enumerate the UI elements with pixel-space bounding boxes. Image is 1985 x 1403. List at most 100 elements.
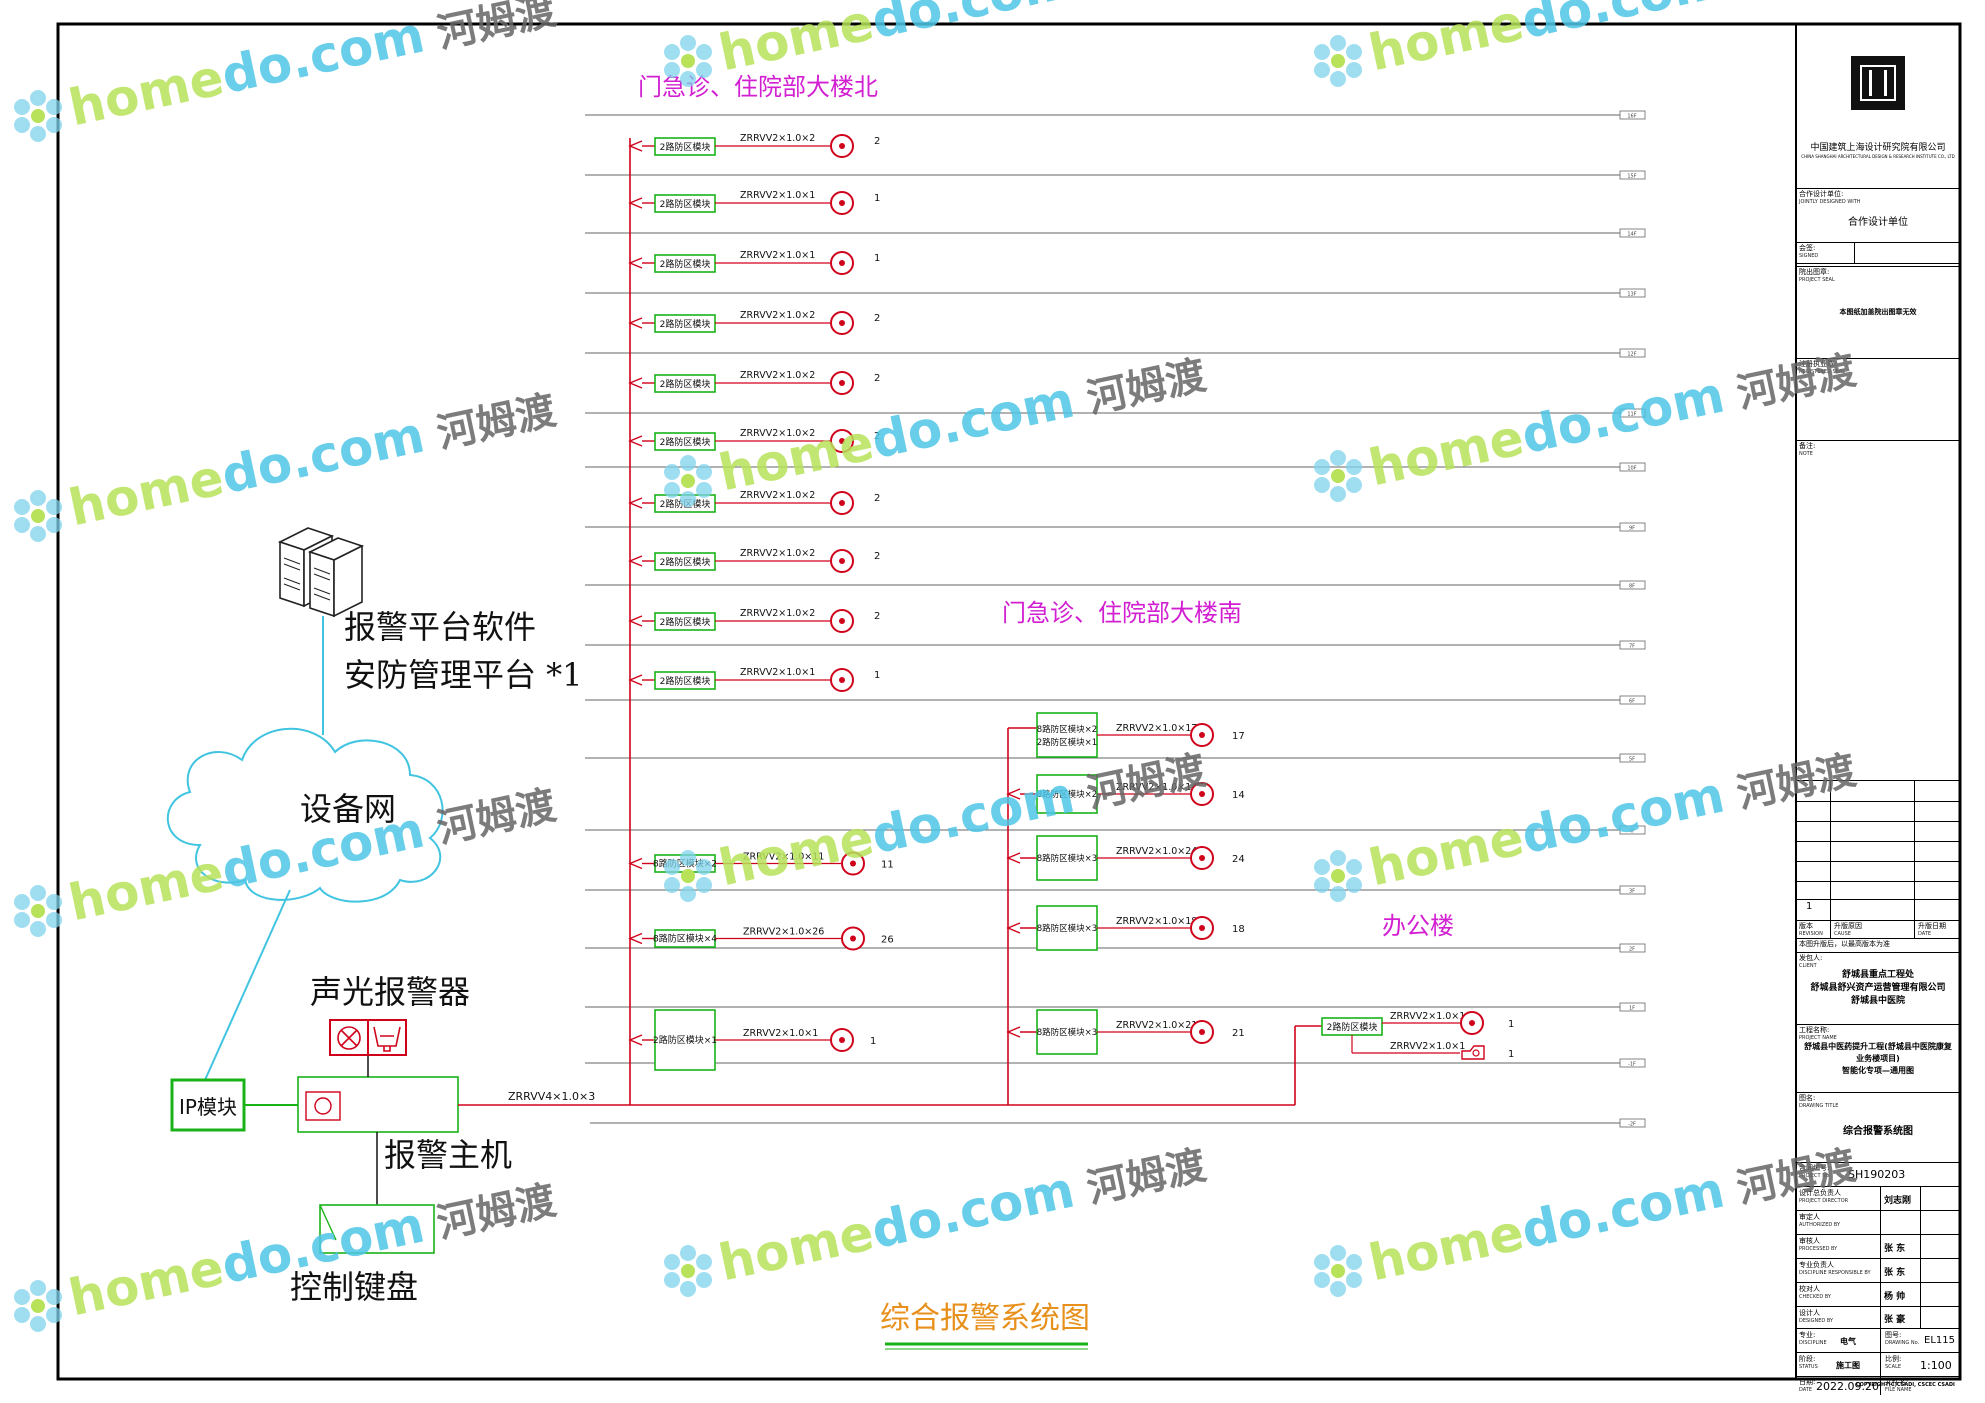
detector-icon-dot	[839, 200, 845, 206]
branch-arrow	[628, 497, 643, 509]
zone-module-label: 2路防区模块	[660, 498, 711, 510]
detector-icon-dot	[1199, 1029, 1205, 1035]
detector-count: 1	[1508, 1019, 1514, 1030]
floor-tag	[1619, 1118, 1646, 1128]
branch-arrow	[1006, 1026, 1021, 1038]
branch-arrow	[628, 555, 643, 567]
branch-arrow	[628, 317, 643, 329]
branch-cable-label: ZRRVV2×1.0×2	[740, 370, 815, 381]
zone-module-label: 2路防区模块	[660, 258, 711, 270]
contract-section: 合同编号:PROJECT No. SH190203	[1796, 1162, 1960, 1186]
branch-cable-label: ZRRVV2×1.0×26	[743, 927, 824, 938]
zone-module-label: 2路防区模块×1	[653, 1034, 717, 1046]
branch-arrow	[628, 140, 643, 152]
floor-tag	[1619, 348, 1646, 358]
zone-module-box	[1036, 1009, 1098, 1055]
floor-tag-label: 16F	[1627, 114, 1636, 120]
keyboard-box	[319, 1204, 435, 1254]
branch-cable-label: ZRRVV2×1.0×14	[1116, 782, 1197, 793]
floor-tag-label: 13F	[1627, 292, 1636, 298]
detector-count: 26	[881, 935, 894, 946]
floor-tag-label: -2F	[1628, 1122, 1636, 1128]
floor-tag	[1619, 110, 1646, 120]
detector-icon-dot	[839, 260, 845, 266]
zone-module-box	[1036, 774, 1098, 814]
branch-arrow	[628, 435, 643, 447]
branch-cable-label: ZRRVV2×1.0×2	[740, 548, 815, 559]
detector-icon-dot	[1199, 855, 1205, 861]
branch-cable-label: ZRRVV2×1.0×1	[740, 250, 815, 261]
version-note: 本图升版后，以最高版本为准	[1796, 938, 1960, 952]
revision-table: 1	[1796, 780, 1960, 921]
office-building-label: 办公楼	[1382, 912, 1454, 940]
north-building-label: 门急诊、住院部大楼北	[638, 73, 878, 101]
floor-tag-label: 9F	[1629, 526, 1635, 532]
branch-arrow	[628, 857, 643, 870]
floor-tag-label: 12F	[1627, 352, 1636, 358]
branch-cable-label: ZRRVV2×1.0×21	[1116, 1020, 1197, 1031]
floor-tag-label: 4F	[1629, 829, 1635, 835]
branch-arrow	[628, 674, 643, 686]
zone-module-label: 2路防区模块	[660, 616, 711, 628]
note-section: 备注: NOTE	[1796, 440, 1960, 780]
floor-tag-label: 6F	[1629, 699, 1635, 705]
floor-tag	[1619, 170, 1646, 180]
alarm-device-label: 声光报警器	[310, 973, 470, 1011]
branch-arrow	[628, 615, 643, 627]
server-icon	[277, 527, 365, 618]
alarm-host-indicator	[305, 1091, 341, 1121]
floor-tag	[1619, 825, 1646, 835]
floor-tag	[1619, 288, 1646, 298]
project-seal-section: 院出图章: PROJECT SEAL 本图纸加盖院出图章无效	[1796, 266, 1960, 358]
network-label: 设备网	[300, 790, 396, 828]
detector-icon-dot	[839, 677, 845, 683]
detector-count: 2	[874, 493, 880, 504]
strobe-icon-cross	[340, 1029, 358, 1047]
zone-module-label: 8路防区模块×2	[653, 858, 717, 870]
zone-module-label-2: 2路防区模块×1	[1037, 737, 1097, 748]
company-name-en: CHINA SHANGHAI ARCHITECTURAL DESIGN & RE…	[1801, 154, 1955, 159]
zone-module-label: 8路防区模块×3	[1037, 1027, 1097, 1038]
floor-lines: 16F15F14F13F12F11F10F9F8F7F6F5F4F3F2F1F-…	[585, 110, 1646, 1128]
floor-tag-label: 8F	[1629, 584, 1635, 590]
branch-cable-label: ZRRVV2×1.0×1	[743, 1028, 818, 1039]
detector-icon-dot	[839, 320, 845, 326]
zone-module-label: 2路防区模块	[1327, 1021, 1378, 1033]
title-block: 中国建筑上海设计研究院有限公司 CHINA SHANGHAI ARCHITECT…	[1796, 22, 1960, 1395]
detector-icon-dot	[1199, 791, 1205, 797]
branch-cable-label: ZRRVV2×1.0×2	[740, 310, 815, 321]
server-caption-1: 报警平台软件	[344, 608, 536, 646]
branch-cable-label: ZRRVV2×1.0×1	[740, 667, 815, 678]
branch-arrow	[1006, 852, 1021, 864]
keyboard-screen	[319, 1204, 337, 1241]
ip-module-label: IP模块	[179, 1095, 237, 1119]
zone-module-label: 2路防区模块	[660, 436, 711, 448]
lower-branches: 8路防区模块×2ZRRVV2×1.0×11118路防区模块×4ZRRVV2×1.…	[628, 851, 894, 1071]
sign-section: 会签: SIGNED	[1796, 242, 1960, 286]
client-section: 发包人: CLIENT 舒城县重点工程处 舒城县舒兴资产运营管理有限公司 舒城县…	[1796, 952, 1960, 1024]
company-logo	[1851, 56, 1905, 110]
branch-cable-label: ZRRVV2×1.0×2	[740, 133, 815, 144]
floor-tag-label: 5F	[1629, 757, 1635, 763]
floor-tag-label: -1F	[1628, 1062, 1636, 1068]
foot-switch-icon-dot	[1472, 1049, 1480, 1057]
discipline-row: 专业:DISCIPLINE 电气 图号:DRAWING No. EL115	[1796, 1328, 1960, 1353]
ip-module-box	[170, 1078, 246, 1132]
floor-tag	[1619, 1058, 1646, 1068]
branch-cable-label: ZRRVV2×1.0×18	[1116, 916, 1197, 927]
floor-tag-label: 7F	[1629, 644, 1635, 650]
detector-icon-dot	[839, 1037, 845, 1043]
detector-icon-dot	[850, 860, 856, 867]
zone-module-label: 2路防区模块	[660, 141, 711, 153]
detector-count: 11	[881, 860, 894, 871]
zone-module-label: 2路防区模块	[660, 378, 711, 390]
detector-count: 17	[1232, 731, 1245, 742]
branch-arrow	[628, 257, 643, 269]
detector-count: 21	[1232, 1028, 1245, 1039]
